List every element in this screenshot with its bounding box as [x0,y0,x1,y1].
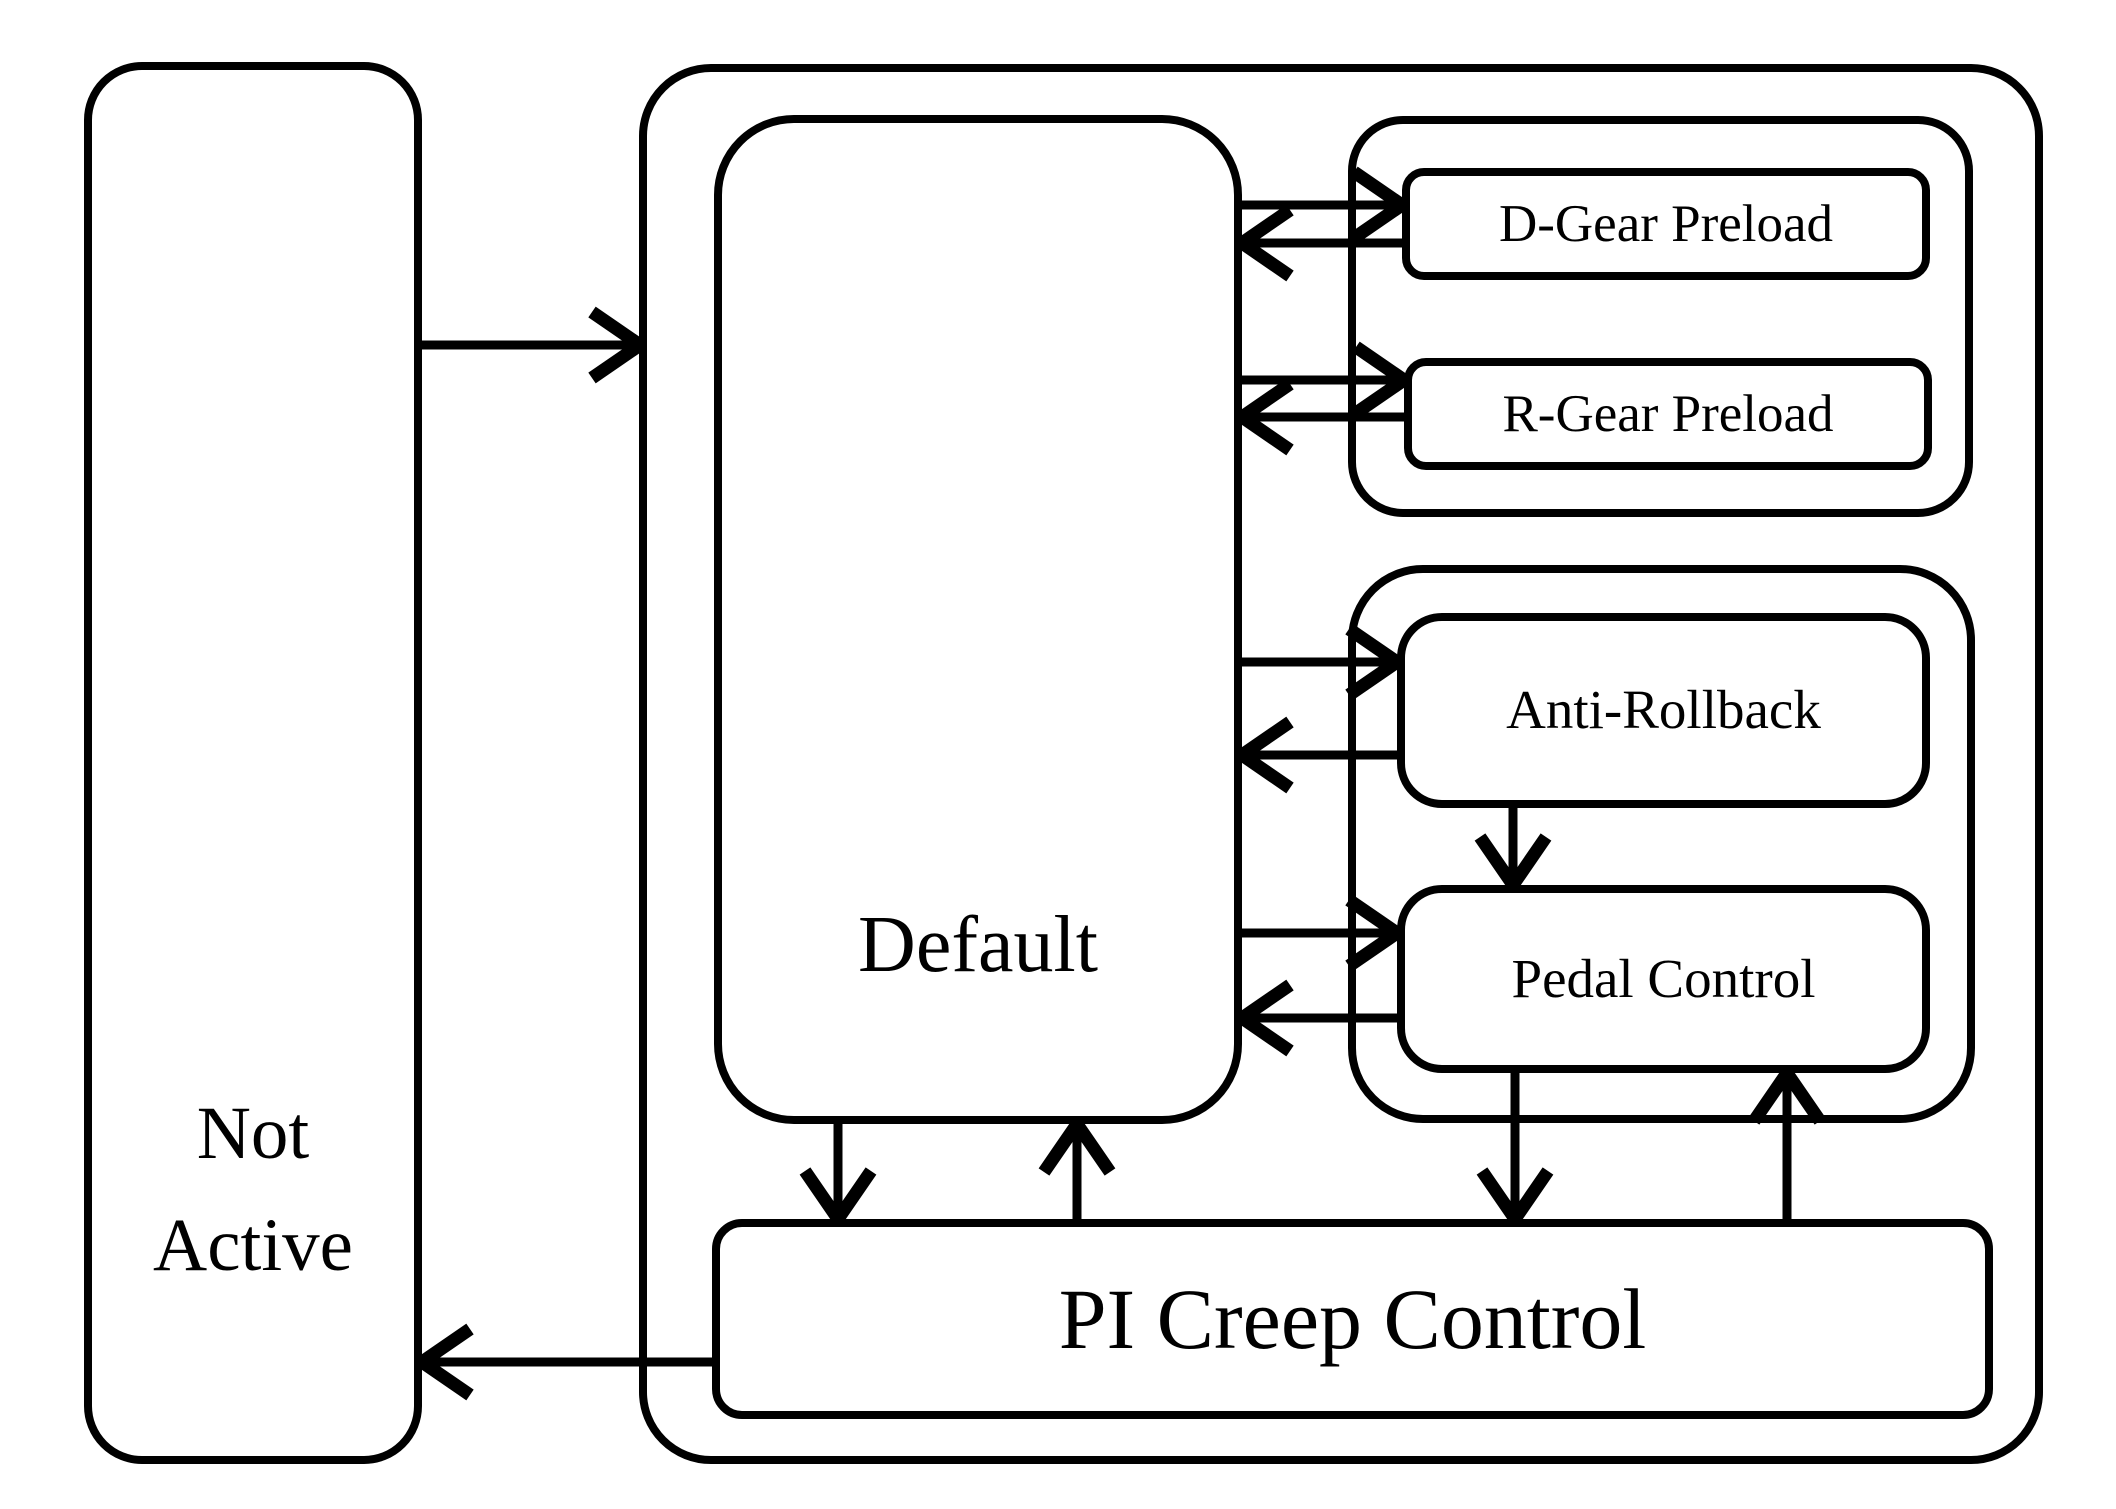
state-d-gear-preload-label: D-Gear Preload [1498,194,1834,253]
state-pi-creep-control-label: PI Creep Control [1058,1270,1647,1367]
state-anti-rollback: Anti-Rollback [1397,613,1930,808]
state-d-gear-preload: D-Gear Preload [1402,168,1930,280]
state-r-gear-preload-label: R-Gear Preload [1502,384,1834,443]
state-pedal-control-label: Pedal Control [1511,947,1816,1009]
state-pedal-control: Pedal Control [1397,885,1930,1073]
state-default: Default [714,115,1242,1124]
arrowhead-right-icon [588,306,647,384]
state-not-active: Not Active [84,62,422,1464]
state-not-active-label: Not Active [153,1092,353,1287]
state-default-label: Default [858,901,1098,989]
arrow-not-active-to-active [422,306,647,384]
state-r-gear-preload: R-Gear Preload [1404,358,1932,470]
state-pi-creep-control: PI Creep Control [712,1219,1993,1419]
state-anti-rollback-label: Anti-Rollback [1506,679,1821,741]
arrowhead-left-icon [415,1323,474,1401]
